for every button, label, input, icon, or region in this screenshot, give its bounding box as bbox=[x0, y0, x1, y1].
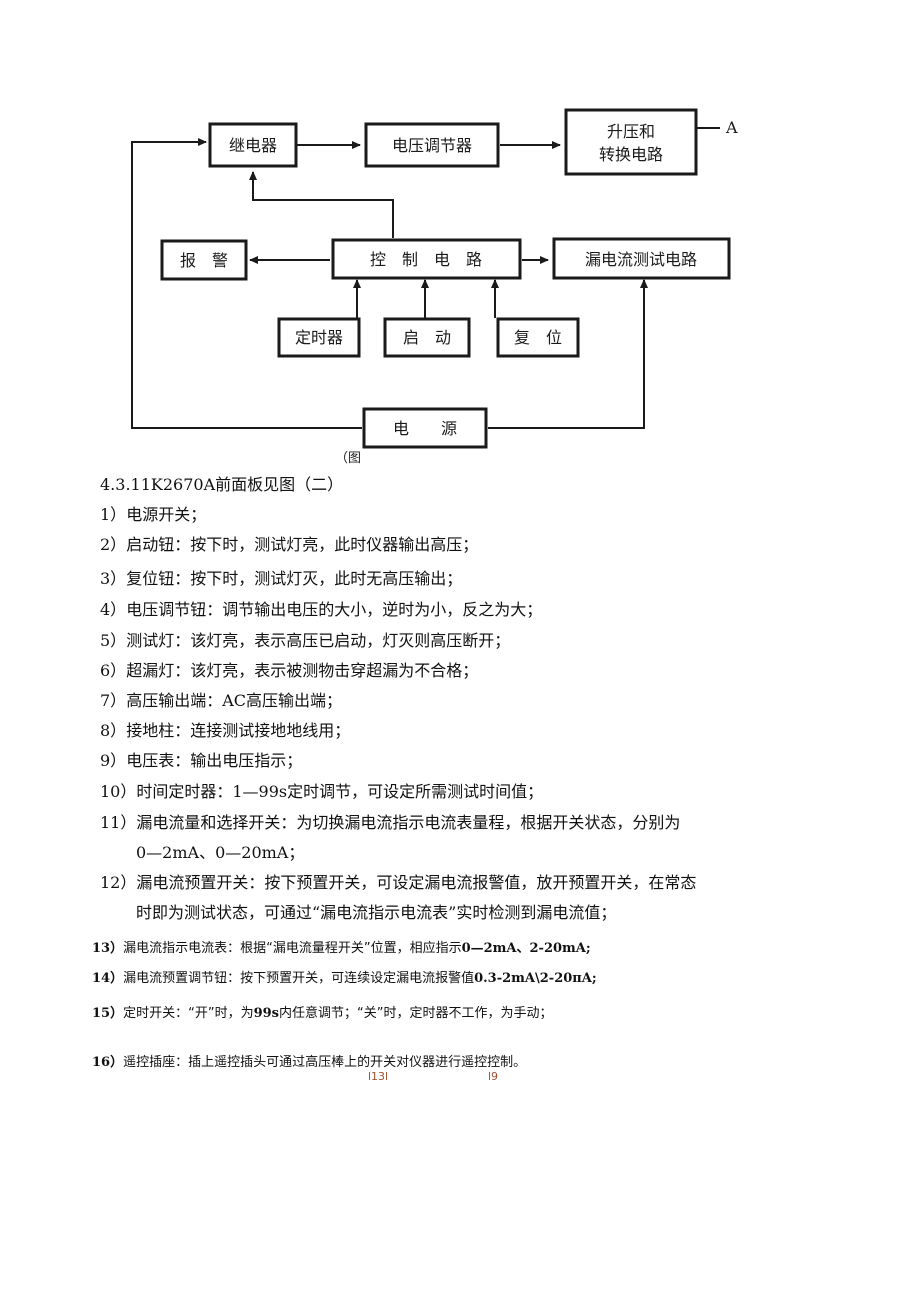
power-label: 电 源 bbox=[393, 419, 457, 438]
section-heading: 4.3.11K2670A前面板见图（二） bbox=[100, 475, 344, 494]
voltage-regulator-label: 电压调节器 bbox=[392, 136, 472, 155]
footnote-mark: l13l bbox=[368, 1070, 389, 1083]
control-circuit-box: 控 制 电 路 bbox=[331, 238, 522, 280]
alarm-box: 报 警 bbox=[160, 239, 248, 281]
list-item-continuation: 时即为测试状态，可通过“漏电流指示电流表”实时检测到漏电流值； bbox=[136, 903, 617, 922]
list-item: 12）漏电流预置开关：按下预置开关，可设定漏电流报警值，放开预置开关，在常态时即… bbox=[100, 868, 800, 928]
list-item: 7）高压输出端：AC高压输出端； bbox=[100, 691, 342, 710]
figure-caption: （图 bbox=[335, 451, 361, 466]
line-power-to-leakage bbox=[488, 279, 648, 429]
list-item: 1）电源开关； bbox=[100, 505, 207, 524]
start-label: 启 动 bbox=[403, 328, 451, 347]
relay-box: 继电器 bbox=[208, 122, 298, 168]
list-item: 5）测试灯：该灯亮，表示高压已启动，灯灭则高压断开； bbox=[100, 631, 511, 650]
boost-label-line1: 升压和 bbox=[607, 122, 655, 141]
list-item: 13）漏电流指示电流表：根据“漏电流量程开关”位置，相应指示0—2mA、2-20… bbox=[92, 941, 591, 956]
relay-label: 继电器 bbox=[229, 136, 277, 155]
timer-label: 定时器 bbox=[295, 328, 343, 347]
start-box: 启 动 bbox=[383, 317, 471, 358]
list-item: 14）漏电流预置调节钮：按下预置开关，可连续设定漏电流报警值0.3-2mA\2-… bbox=[92, 971, 597, 986]
block-diagram: 继电器 电压调节器 升压和 转换电路 A 报 警 控 制 电 路 漏电流测试电路… bbox=[131, 108, 738, 466]
power-box: 电 源 bbox=[362, 407, 488, 449]
list-item: 6）超漏灯：该灯亮，表示被测物击穿超漏为不合格； bbox=[100, 661, 479, 680]
list-item: 16）遥控插座：插上遥控插头可通过高压棒上的开关对仪器进行遥控控制。 bbox=[92, 1055, 527, 1070]
list-item-continuation: 0—2mA、0—20mA； bbox=[136, 843, 305, 862]
footnote-mark: l9 bbox=[488, 1070, 499, 1083]
voltage-regulator-box: 电压调节器 bbox=[364, 122, 500, 168]
line-power-to-relay bbox=[131, 138, 362, 429]
reset-label: 复 位 bbox=[514, 328, 562, 347]
alarm-label: 报 警 bbox=[180, 251, 228, 270]
line-control-to-relay bbox=[249, 171, 394, 238]
list-item: 3）复位钮：按下时，测试灯灭，此时无高压输出； bbox=[100, 569, 463, 588]
list-item: 10）时间定时器：1—99s定时调节，可设定所需测试时间值； bbox=[100, 782, 544, 801]
list-item: 15）定时开关：“开”时，为99s内任意调节；“关”时，定时器不工作，为手动； bbox=[92, 1006, 553, 1021]
list-item: 8）接地柱：连接测试接地地线用； bbox=[100, 721, 351, 740]
list-item: 2）启动钮：按下时，测试灯亮，此时仪器输出高压； bbox=[100, 535, 479, 554]
control-label: 控 制 电 路 bbox=[370, 250, 482, 269]
boost-label-line2: 转换电路 bbox=[599, 145, 663, 164]
leakage-test-label: 漏电流测试电路 bbox=[585, 250, 697, 269]
list-item: 4）电压调节钮：调节输出电压的大小，逆时为小，反之为大； bbox=[100, 600, 543, 619]
timer-box: 定时器 bbox=[277, 317, 361, 358]
edge-mark: A bbox=[725, 118, 738, 137]
boost-converter-box: 升压和 转换电路 bbox=[564, 108, 698, 176]
list-item: 9）电压表：输出电压指示； bbox=[100, 751, 303, 770]
leakage-test-box: 漏电流测试电路 bbox=[552, 237, 731, 280]
reset-box: 复 位 bbox=[496, 317, 580, 358]
